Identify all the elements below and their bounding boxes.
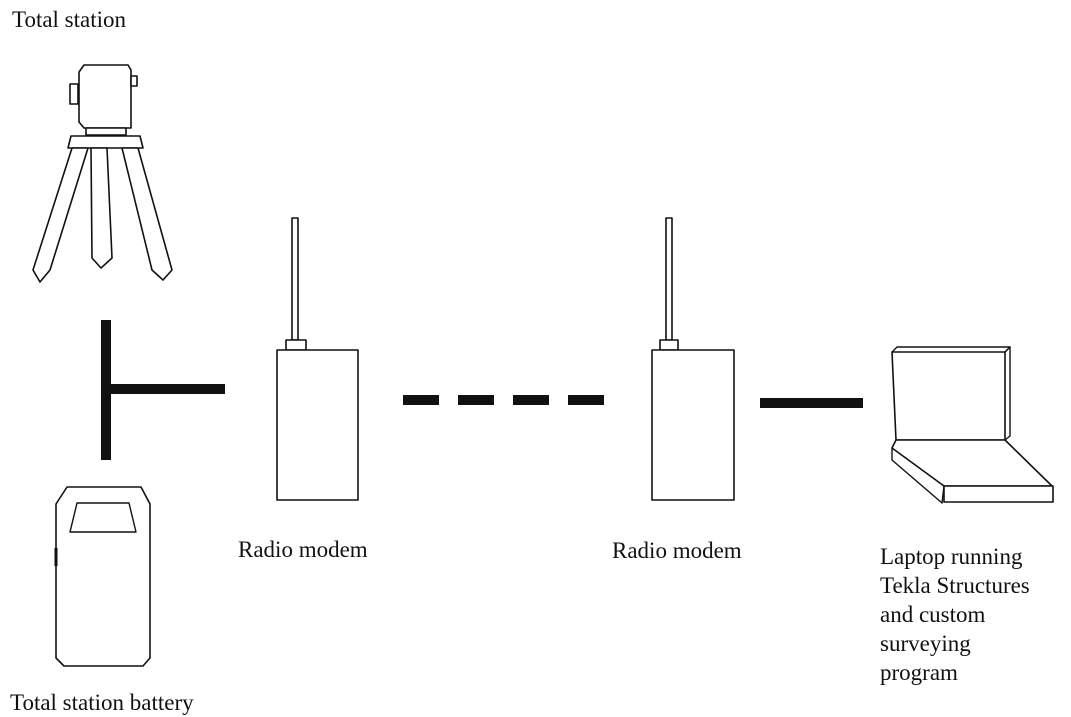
battery-label: Total station battery — [10, 690, 194, 715]
battery-icon — [54, 486, 151, 667]
radio-modem-right-label: Radio modem — [612, 538, 742, 563]
station-battery-cable — [101, 320, 225, 460]
laptop-icon — [891, 346, 1054, 504]
total-station-label: Total station — [12, 7, 127, 32]
radio-link-dashed — [403, 395, 604, 405]
radio-modem-left-icon — [276, 217, 359, 501]
modem-laptop-cable — [760, 398, 863, 408]
radio-modem-left-label: Radio modem — [238, 537, 368, 562]
radio-modem-right-icon — [651, 217, 735, 501]
total-station-icon — [32, 64, 173, 283]
laptop-label: Laptop running Tekla Structures and cust… — [880, 544, 1030, 685]
